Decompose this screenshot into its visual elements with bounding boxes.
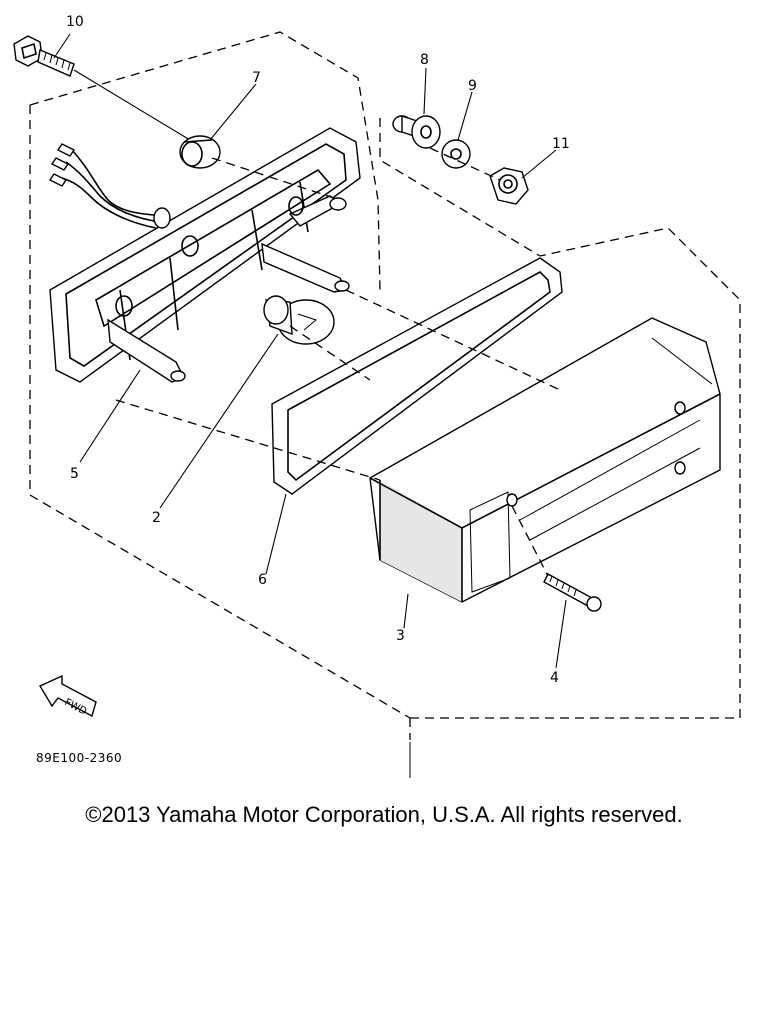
forward-arrow-icon: FWD: [38, 674, 97, 718]
nut: [489, 167, 529, 205]
screw: [543, 573, 602, 612]
tail-light-exploded-diagram: 10 7 8 9 11 5 2 6 3 4 FWD 89E100-2360: [13, 14, 741, 778]
gasket: [271, 257, 563, 495]
callout-2: 2: [152, 510, 161, 526]
callout-10: 10: [66, 14, 84, 30]
callout-leaders: [53, 33, 567, 669]
lens: [369, 317, 721, 603]
callout-6: 6: [258, 572, 267, 588]
wiring-harness: [48, 143, 171, 229]
assembly-boundary: [29, 31, 741, 778]
bulb: [263, 295, 335, 345]
callout-4: 4: [550, 670, 559, 686]
copyright-notice: ©2013 Yamaha Motor Corporation, U.S.A. A…: [85, 802, 683, 827]
lamp-base: [49, 127, 361, 383]
grommet: [179, 135, 221, 169]
callout-11: 11: [552, 136, 570, 152]
collar: [392, 115, 441, 149]
callout-7: 7: [252, 70, 261, 86]
bolt: [13, 35, 191, 141]
callout-3: 3: [396, 628, 405, 644]
washer: [441, 139, 471, 169]
callout-8: 8: [420, 52, 429, 68]
callout-9: 9: [468, 78, 477, 94]
diagram-number: 89E100-2360: [36, 751, 122, 765]
alignment-lines: [115, 147, 561, 577]
callout-5: 5: [70, 466, 79, 482]
